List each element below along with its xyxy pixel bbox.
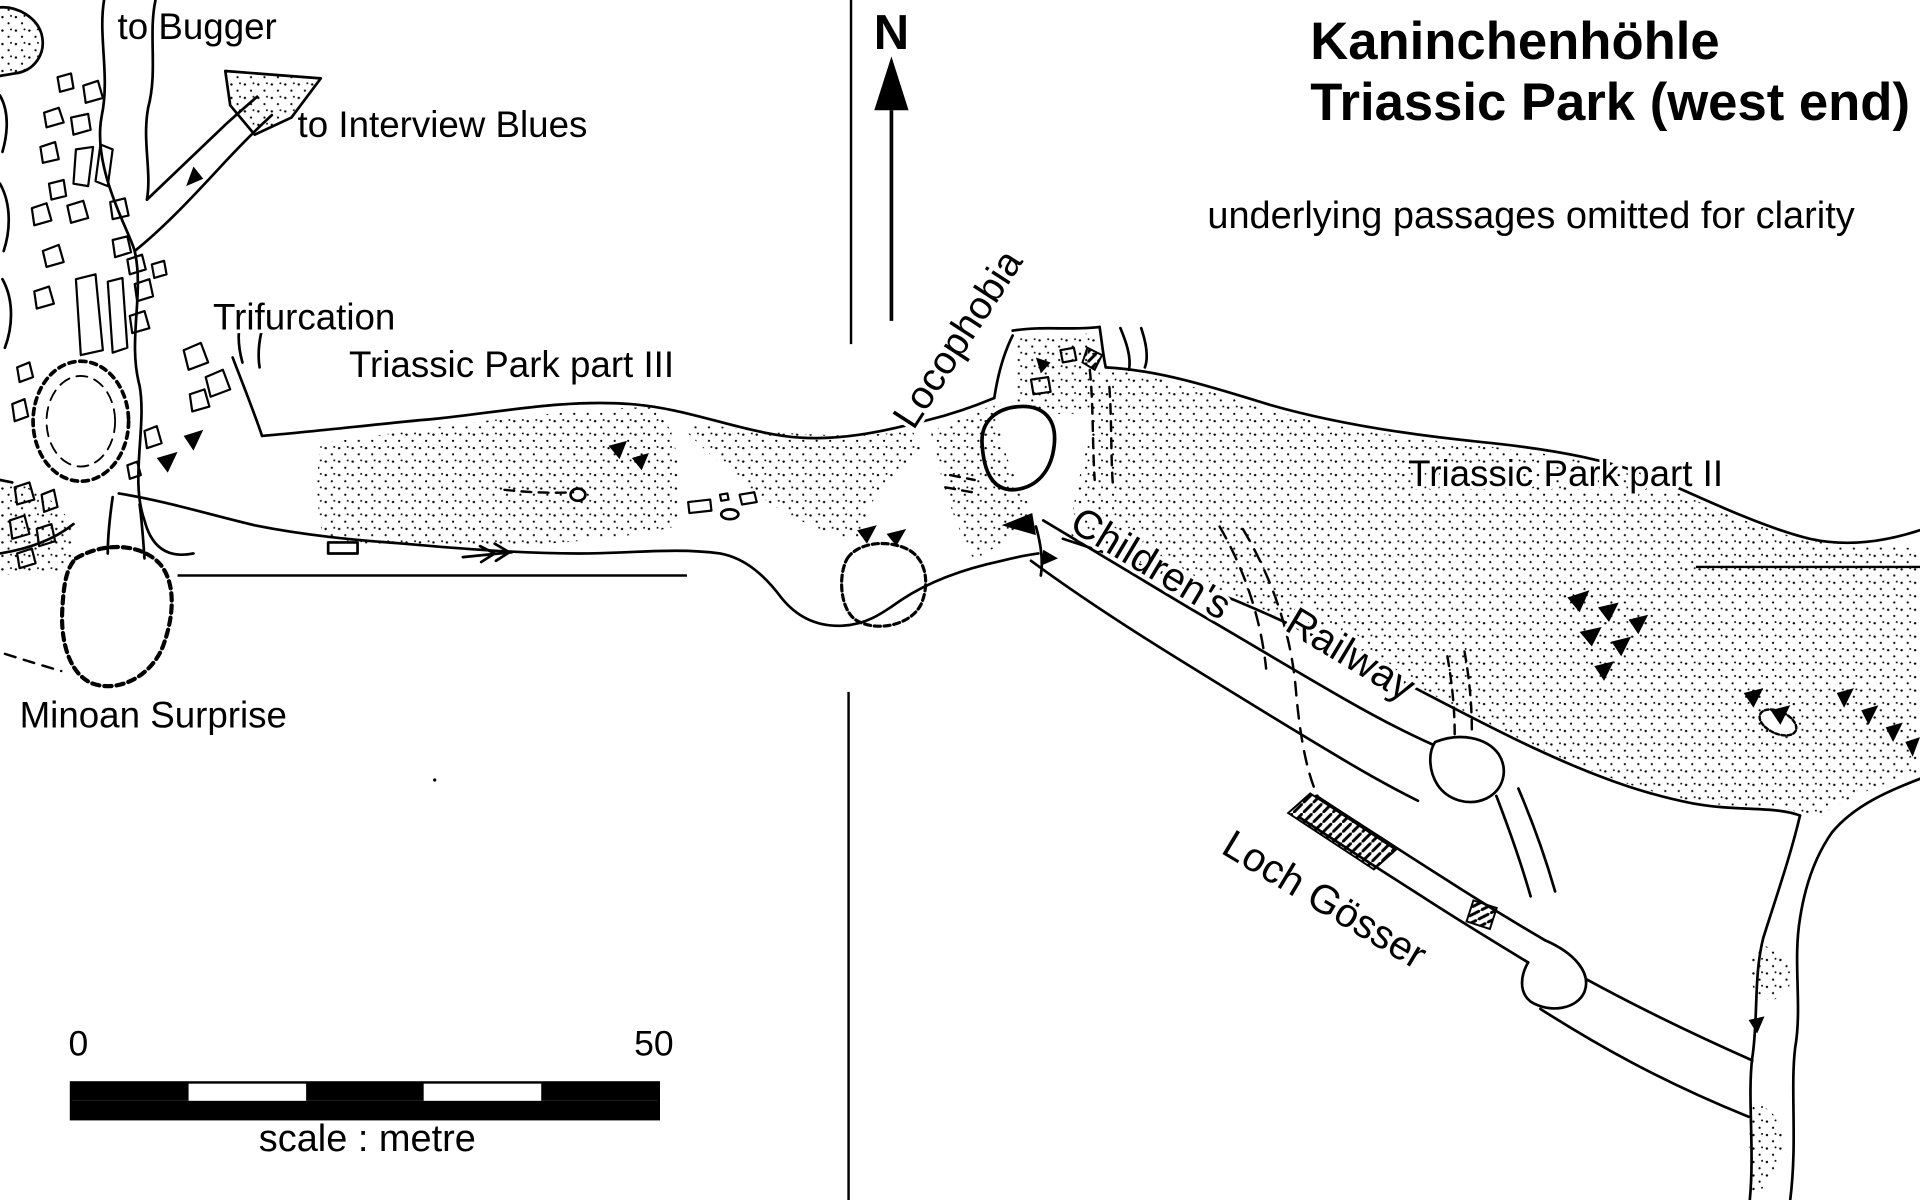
- frame-lines: [177, 0, 1920, 1200]
- wall-descending-right: [1788, 777, 1920, 1200]
- special-outlines: [31, 359, 1798, 737]
- wall-interview-upper: [145, 95, 259, 201]
- stipple-part3-east: [685, 422, 925, 542]
- title-block: Kaninchenhöhle Triassic Park (west end) …: [1207, 12, 1910, 237]
- label-minoan-surprise: Minoan Surprise: [20, 694, 287, 735]
- loop-turnaround: [1520, 939, 1588, 1010]
- north-arrowhead-icon: [874, 56, 909, 111]
- label-to-interview-blues: to Interview Blues: [298, 104, 588, 145]
- map-subtitle: underlying passages omitted for clarity: [1207, 195, 1854, 237]
- label-to-bugger: to Bugger: [118, 6, 277, 47]
- north-label: N: [874, 6, 909, 60]
- scale-end-value: 50: [634, 1024, 673, 1064]
- pit-oval-inner: [45, 375, 117, 468]
- pillar-outline: [840, 541, 928, 628]
- stipple-interview-breakdown: [225, 71, 321, 135]
- wall-chamber-right: [133, 249, 195, 556]
- wall-part3-top: [260, 396, 996, 440]
- minoan-chamber: [59, 545, 174, 689]
- stray-dot: [433, 778, 437, 782]
- stipple-part2-main: [1067, 369, 1920, 814]
- scale-caption: scale : metre: [259, 1118, 476, 1160]
- wall-locophobia-top: [1011, 325, 1101, 332]
- wall-descending-left: [1748, 814, 1802, 1200]
- wall-locophobia-left: [992, 334, 1015, 400]
- map-title-line1: Kaninchenhöhle: [1310, 12, 1719, 71]
- stipple-part3-main: [317, 407, 681, 547]
- dashed-details: [3, 368, 1474, 798]
- wall-railway-lower: [1029, 559, 1420, 803]
- north-arrow: N: [874, 6, 909, 321]
- map-title-line2: Triassic Park (west end): [1310, 73, 1910, 132]
- wall-bugger-left: [98, 0, 137, 253]
- wall-interview-lower: [133, 113, 274, 253]
- hatched-marks: [1081, 346, 1498, 931]
- stipple-locophobia: [1013, 333, 1103, 414]
- boulders: [8, 72, 1078, 570]
- wall-bugger-right: [144, 0, 157, 201]
- wall-railway-upper: [1041, 519, 1434, 746]
- wall-lochgosser-upper: [1314, 794, 1547, 942]
- hatch-square: [1465, 899, 1498, 931]
- interview-breakdown-outline: [223, 69, 323, 137]
- label-loch-gosser: Loch Gösser: [1215, 821, 1435, 978]
- railway-turnaround: [1429, 735, 1506, 804]
- label-triassic-park-part-iii: Triassic Park part III: [349, 344, 674, 385]
- locophobia-chamber: [980, 404, 1057, 492]
- lochgosser-dashed-arc: [1241, 527, 1319, 798]
- wall-part2-top: [1104, 366, 1920, 545]
- wall-part2-bottom: [1061, 537, 1802, 817]
- wall-locophobia-right: [1098, 325, 1108, 369]
- stipple-areas: [0, 7, 1920, 1200]
- scale-bar: 0 50 scale : metre: [68, 1024, 673, 1161]
- label-trifurcation: Trifurcation: [213, 296, 395, 337]
- pit-oval-outer: [31, 359, 131, 484]
- stipple-descending-2: [1748, 1102, 1783, 1200]
- lochgosser-hatch-ramp: [1286, 792, 1398, 871]
- label-triassic-park-part-ii: Triassic Park part II: [1408, 453, 1723, 494]
- stipple-topleft-corner: [0, 7, 43, 76]
- scale-start-value: 0: [68, 1024, 88, 1064]
